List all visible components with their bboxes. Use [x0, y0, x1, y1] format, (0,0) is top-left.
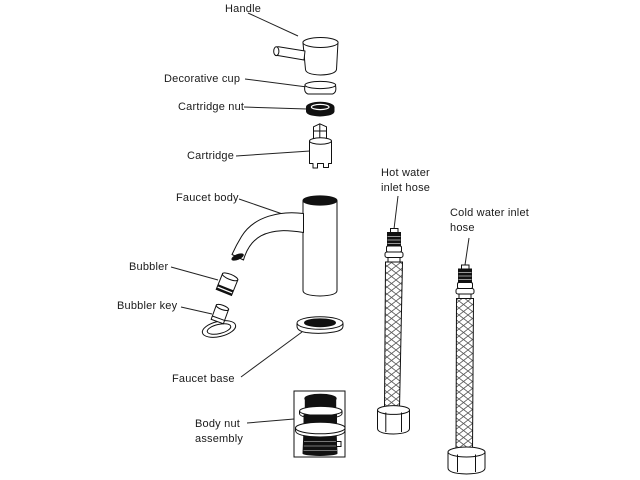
leader-lines — [170, 12, 470, 424]
faucet-base-leader-line — [240, 331, 303, 378]
body-nut-assembly-label-line2: assembly — [195, 432, 244, 445]
cold-water-inlet-hose-part — [447, 264, 486, 475]
cold-hose-label-line2: hose — [450, 221, 475, 234]
body-nut-assembly-label-line1: Body nut — [195, 418, 241, 430]
decorative-cup-leader-line — [244, 78, 308, 88]
decorative-cup-label: Decorative cup — [164, 73, 241, 85]
cartridge-nut-part — [305, 101, 335, 117]
cold-hose-leader-line — [464, 237, 470, 266]
cartridge-label: Cartridge — [187, 150, 235, 162]
bubbler-label: Bubbler — [129, 261, 169, 273]
decorative-cup-part — [304, 80, 337, 95]
cartridge-part — [309, 123, 332, 169]
cartridge-nut-leader-line — [243, 106, 308, 110]
bubbler-leader-line — [170, 266, 219, 281]
cold-water-inlet-hose-label: Cold water inlet hose — [450, 206, 529, 235]
faucet-base-label: Faucet base — [172, 373, 235, 385]
bubbler-key-part — [201, 303, 237, 338]
bubbler-key-label: Bubbler key — [117, 300, 178, 312]
body-nut-assembly-part — [293, 390, 346, 458]
bubbler-part — [215, 272, 239, 297]
hot-hose-leader-line — [393, 195, 399, 230]
handle-leader-line — [247, 12, 299, 37]
faucet-body-part — [231, 195, 338, 297]
hot-hose-label-line2: inlet hose — [381, 181, 431, 194]
body-nut-assembly-label: Body nut assembly — [195, 417, 243, 446]
bubbler-key-leader-line — [180, 306, 213, 315]
cold-hose-label-line1: Cold water inlet — [450, 207, 530, 219]
body-nut-assembly-leader-line — [246, 418, 295, 424]
body-nut-assembly-box — [293, 390, 346, 458]
faucet-body-label: Faucet body — [176, 192, 239, 204]
hot-hose-label-line1: Hot water — [381, 167, 430, 179]
faucet-base-part — [296, 316, 344, 334]
cartridge-leader-line — [235, 150, 311, 157]
cartridge-nut-label: Cartridge nut — [178, 101, 245, 113]
handle-part — [273, 37, 339, 76]
hot-water-inlet-hose-part — [377, 228, 410, 435]
hot-water-inlet-hose-label: Hot water inlet hose — [381, 166, 430, 195]
handle-label: Handle — [225, 3, 262, 15]
